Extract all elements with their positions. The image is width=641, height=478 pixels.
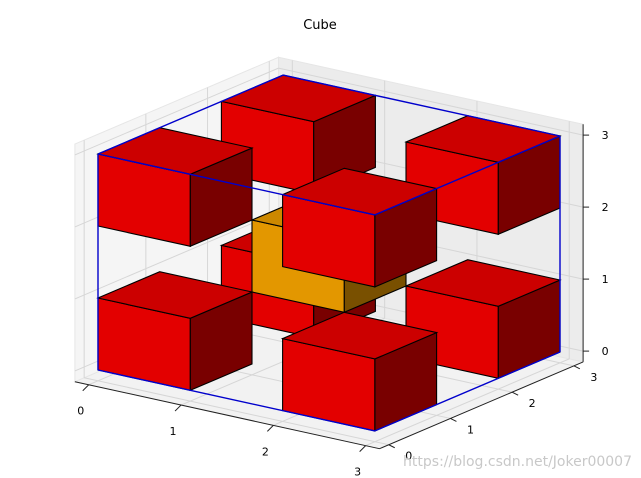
frame-edge	[97, 369, 376, 432]
voxel-top-face	[280, 311, 439, 360]
y-tick-mark	[511, 391, 519, 396]
x-axis-line	[74, 381, 380, 450]
x-tick-mark	[174, 404, 182, 412]
x-tick-label: 2	[262, 445, 269, 458]
voxel-red	[404, 115, 562, 236]
x-tick-label: 1	[170, 425, 177, 438]
y-tick-mark	[450, 417, 457, 422]
y-tick-mark	[573, 365, 581, 370]
grid-line	[365, 358, 570, 447]
axes-lines	[74, 124, 584, 450]
z-tick-label: 0	[602, 345, 609, 358]
x-tick-mark	[82, 384, 90, 392]
voxel-red	[96, 271, 254, 392]
watermark-text: https://blog.csdn.net/Joker00007	[403, 454, 632, 470]
y-tick-mark	[388, 444, 395, 449]
z-tick-label: 2	[602, 201, 609, 214]
grid-line	[278, 67, 584, 136]
z-tick-label: 3	[602, 129, 609, 142]
x-tick-mark	[359, 445, 366, 452]
y-tick-label: 0	[405, 450, 412, 463]
grid-line	[74, 211, 279, 300]
y-tick-label: 3	[590, 371, 597, 384]
voxel-red	[280, 167, 439, 288]
grid-line	[84, 377, 389, 446]
voxel-group	[96, 74, 562, 432]
frame-edge	[374, 351, 561, 432]
x-tick-label: 0	[77, 405, 84, 418]
frame-edge	[97, 74, 284, 155]
frame-edge	[97, 153, 376, 216]
voxel-red	[280, 311, 439, 432]
y-tick-label: 1	[467, 423, 474, 436]
frame-edge	[374, 135, 561, 216]
voxel-top-face	[96, 271, 254, 319]
grid-line	[74, 67, 279, 156]
y-axis-line	[379, 361, 584, 450]
z-tick-label: 1	[602, 273, 609, 286]
y-tick-label: 2	[529, 397, 536, 410]
blue-frame	[97, 74, 561, 432]
voxel-red	[96, 127, 254, 248]
frame-edge	[282, 74, 561, 137]
x-tick-label: 3	[354, 466, 361, 478]
chart-title: Cube	[303, 18, 337, 33]
x-tick-mark	[266, 424, 274, 432]
